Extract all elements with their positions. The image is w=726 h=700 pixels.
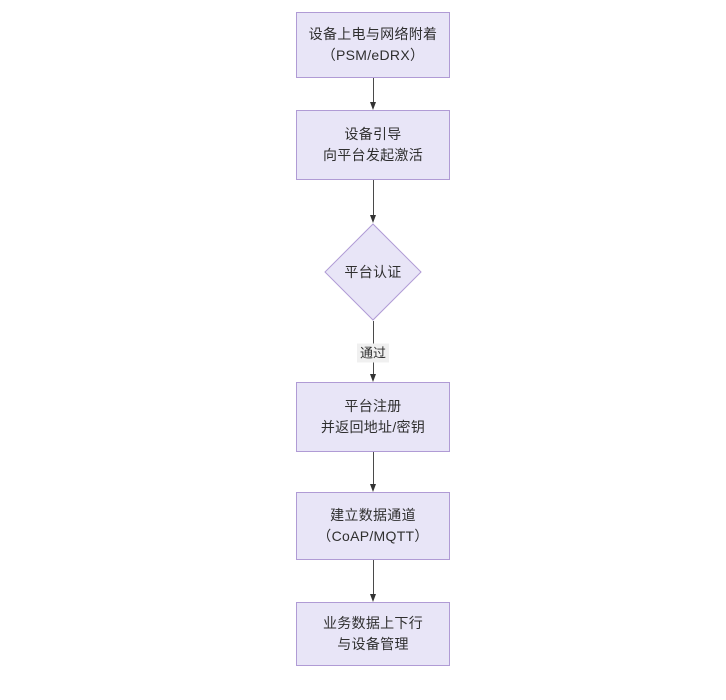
edge-4-arrowhead	[370, 484, 376, 492]
edge-2-stem	[373, 180, 374, 215]
node-power-on[interactable]: 设备上电与网络附着 （PSM/eDRX）	[296, 12, 450, 78]
node-service-data[interactable]: 业务数据上下行 与设备管理	[296, 602, 450, 666]
edge-1-arrowhead	[370, 102, 376, 110]
edge-label-pass: 通过	[356, 343, 390, 363]
node-power-on-line2: （PSM/eDRX）	[321, 47, 425, 63]
node-service-data-line2: 与设备管理	[337, 636, 409, 652]
edge-power-on-to-bootstrap	[370, 78, 376, 110]
node-power-on-line1: 设备上电与网络附着	[308, 26, 438, 42]
diamond-shape	[324, 223, 422, 321]
node-service-data-line1: 业务数据上下行	[322, 615, 424, 631]
node-bootstrap[interactable]: 设备引导 向平台发起激活	[296, 110, 450, 180]
node-platform-register[interactable]: 平台注册 并返回地址/密钥	[296, 382, 450, 452]
node-platform-register-line2: 并返回地址/密钥	[320, 419, 426, 435]
node-platform-auth-label: 平台认证	[344, 263, 402, 280]
node-data-channel-line2: （CoAP/MQTT）	[317, 528, 429, 544]
node-platform-auth[interactable]: 平台认证	[324, 223, 422, 321]
edge-5-arrowhead	[370, 594, 376, 602]
edge-data-channel-to-service-data	[370, 560, 376, 602]
node-bootstrap-line2: 向平台发起激活	[322, 147, 424, 163]
node-data-channel[interactable]: 建立数据通道 （CoAP/MQTT）	[296, 492, 450, 560]
edge-1-stem	[373, 78, 374, 102]
edge-4-stem	[373, 452, 374, 484]
edge-2-arrowhead	[370, 215, 376, 223]
node-data-channel-line1: 建立数据通道	[330, 507, 416, 523]
node-bootstrap-line1: 设备引导	[344, 126, 402, 142]
edge-5-stem	[373, 560, 374, 594]
edge-3-arrowhead	[370, 374, 376, 382]
node-platform-register-line1: 平台注册	[344, 398, 402, 414]
edge-register-to-data-channel	[370, 452, 376, 492]
edge-bootstrap-to-platform-auth	[370, 180, 376, 223]
